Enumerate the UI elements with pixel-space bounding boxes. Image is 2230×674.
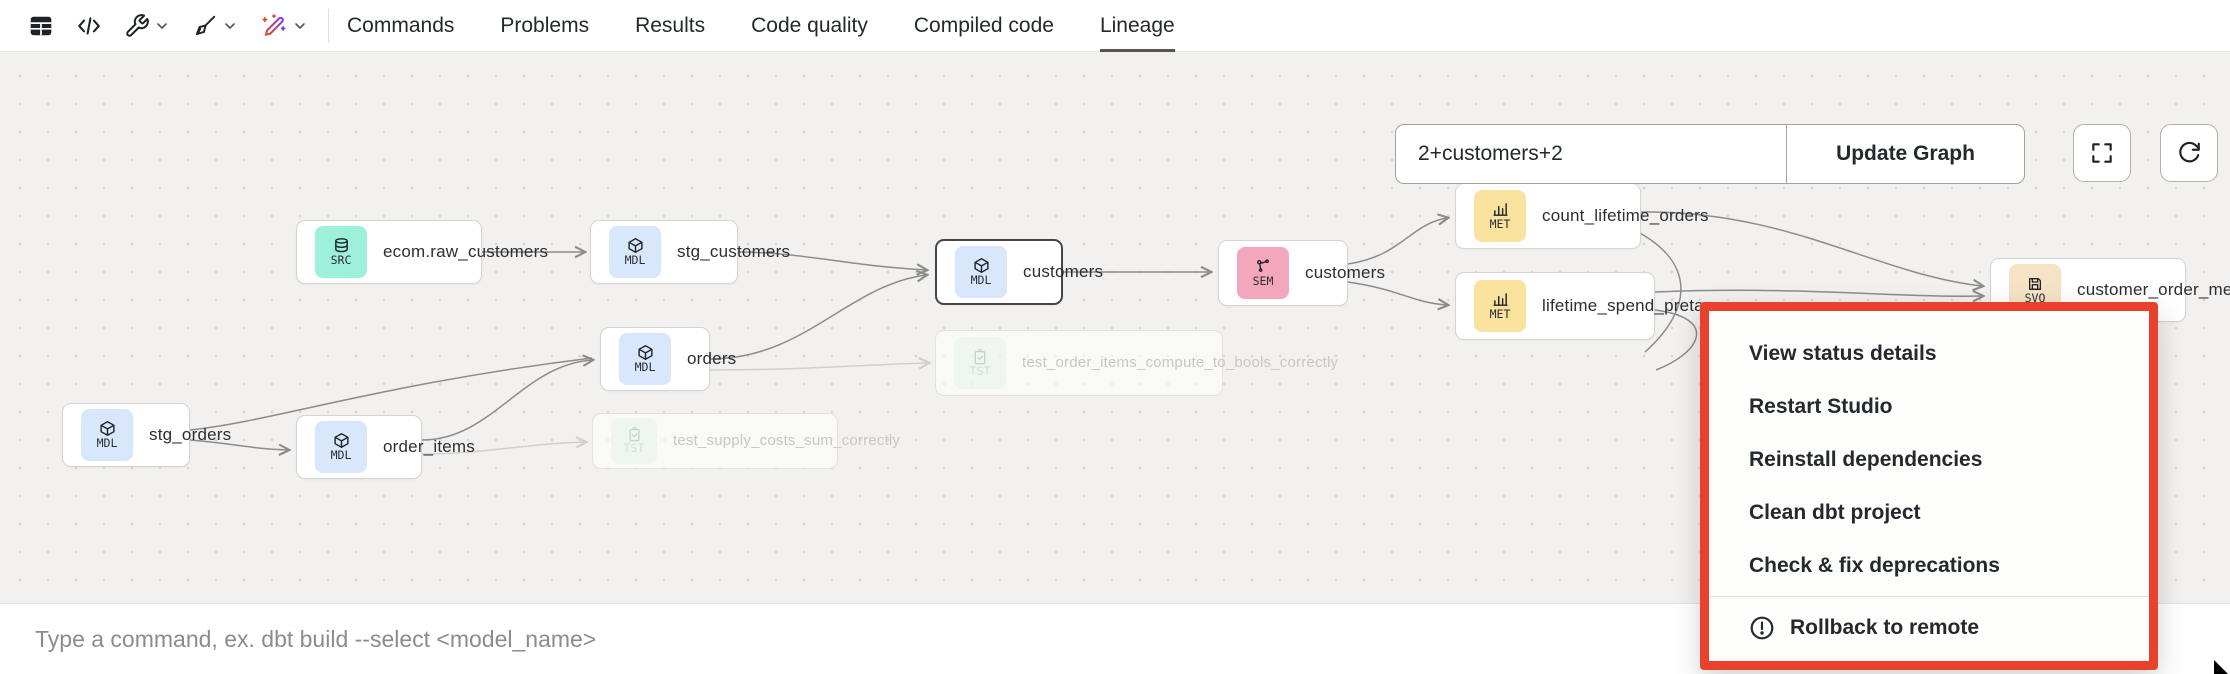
ai-assist-button[interactable] (254, 7, 314, 45)
cube-icon (637, 345, 653, 361)
warning-circle-icon (1750, 616, 1774, 639)
code-view-button[interactable] (70, 8, 108, 44)
menu-item-reinstall-dependencies[interactable]: Reinstall dependencies (1749, 447, 1983, 471)
clipboard-check-icon (629, 427, 639, 442)
broom-icon (195, 15, 216, 35)
lineage-selector-input[interactable] (1396, 125, 1786, 183)
tab-compiled-code[interactable]: Compiled code (913, 13, 1054, 37)
lineage-node-orders[interactable]: MDL orders (600, 327, 736, 391)
magic-pencil-icon (262, 13, 286, 36)
menu-item-restart-studio[interactable]: Restart Studio (1749, 394, 1893, 418)
lineage-node-lifetime-spend-pretax[interactable]: MET lifetime_spend_pretax (1455, 272, 1712, 340)
table-icon (30, 16, 52, 35)
test-badge: TST (954, 337, 1006, 389)
lineage-node-customers-semantic[interactable]: SEM customers (1218, 240, 1385, 306)
refresh-button[interactable] (2160, 124, 2218, 182)
bar-chart-icon (1492, 203, 1508, 217)
lineage-node-stg-customers[interactable]: MDL stg_customers (590, 220, 790, 284)
chevron-down-icon (295, 22, 305, 29)
tab-commands[interactable]: Commands (347, 13, 455, 37)
model-badge: MDL (619, 333, 671, 385)
menu-item-check-fix-deprecations[interactable]: Check & fix deprecations (1749, 553, 2000, 577)
lineage-node-ecom-raw-customers[interactable]: SRC ecom.raw_customers (296, 220, 548, 284)
bar-chart-icon (1492, 293, 1508, 307)
save-icon (2029, 277, 2041, 290)
cube-icon (333, 433, 349, 449)
menu-item-clean-dbt-project[interactable]: Clean dbt project (1749, 500, 1921, 524)
database-icon (334, 238, 348, 253)
lineage-node-count-lifetime-orders[interactable]: MET count_lifetime_orders (1455, 183, 1709, 249)
top-toolbar: Commands Problems Results Code quality C… (0, 0, 2230, 52)
wrench-icon (126, 13, 149, 37)
cube-icon (627, 238, 643, 254)
tab-results[interactable]: Results (635, 13, 706, 37)
build-tools-button[interactable] (118, 8, 176, 44)
cube-icon (99, 421, 115, 437)
menu-item-view-status-details[interactable]: View status details (1749, 341, 1937, 365)
model-badge: MDL (609, 226, 661, 278)
lineage-node-order-items[interactable]: MDL order_items (296, 415, 475, 479)
lineage-node-customers-model[interactable]: MDL customers (935, 239, 1103, 305)
lineage-node-test-order-items[interactable]: TST test_order_items_compute_to_bools_co… (935, 330, 1338, 396)
update-graph-button[interactable]: Update Graph (1786, 125, 2024, 183)
tab-code-quality[interactable]: Code quality (751, 13, 868, 37)
refresh-icon (2179, 141, 2200, 163)
chevron-down-icon (225, 22, 235, 29)
test-badge: TST (611, 418, 657, 464)
status-context-menu: View status details Restart Studio Reins… (1700, 302, 2158, 670)
metric-badge: MET (1474, 280, 1526, 332)
semantic-model-badge: SEM (1237, 247, 1289, 299)
menu-divider (1709, 596, 2149, 597)
menu-item-rollback-to-remote[interactable]: Rollback to remote (1709, 601, 2149, 654)
model-badge: MDL (315, 421, 367, 473)
mouse-cursor (2214, 660, 2228, 674)
lineage-edges (189, 211, 2230, 603)
source-badge: SRC (315, 226, 367, 278)
cube-icon (973, 258, 989, 274)
table-view-button[interactable] (22, 8, 60, 44)
metric-badge: MET (1474, 190, 1526, 242)
lineage-node-test-supply-costs[interactable]: TST test_supply_costs_sum_correctly (592, 413, 900, 469)
clean-tools-button[interactable] (186, 8, 244, 44)
panel-tabs: Commands Problems Results Code quality C… (347, 0, 1175, 52)
code-icon (78, 16, 100, 35)
graph-selector-control: Update Graph (1395, 124, 2025, 184)
fullscreen-button[interactable] (2073, 124, 2131, 182)
lineage-node-stg-orders[interactable]: MDL stg_orders (62, 403, 231, 467)
tab-problems[interactable]: Problems (500, 13, 590, 37)
model-badge: MDL (955, 246, 1007, 298)
clipboard-check-icon (974, 348, 986, 365)
tab-lineage[interactable]: Lineage (1099, 0, 1175, 52)
chevron-down-icon (157, 22, 167, 29)
model-badge: MDL (81, 409, 133, 461)
fullscreen-icon (2092, 143, 2112, 163)
share-graph-icon (1256, 259, 1269, 273)
toolbar-divider (328, 8, 329, 43)
